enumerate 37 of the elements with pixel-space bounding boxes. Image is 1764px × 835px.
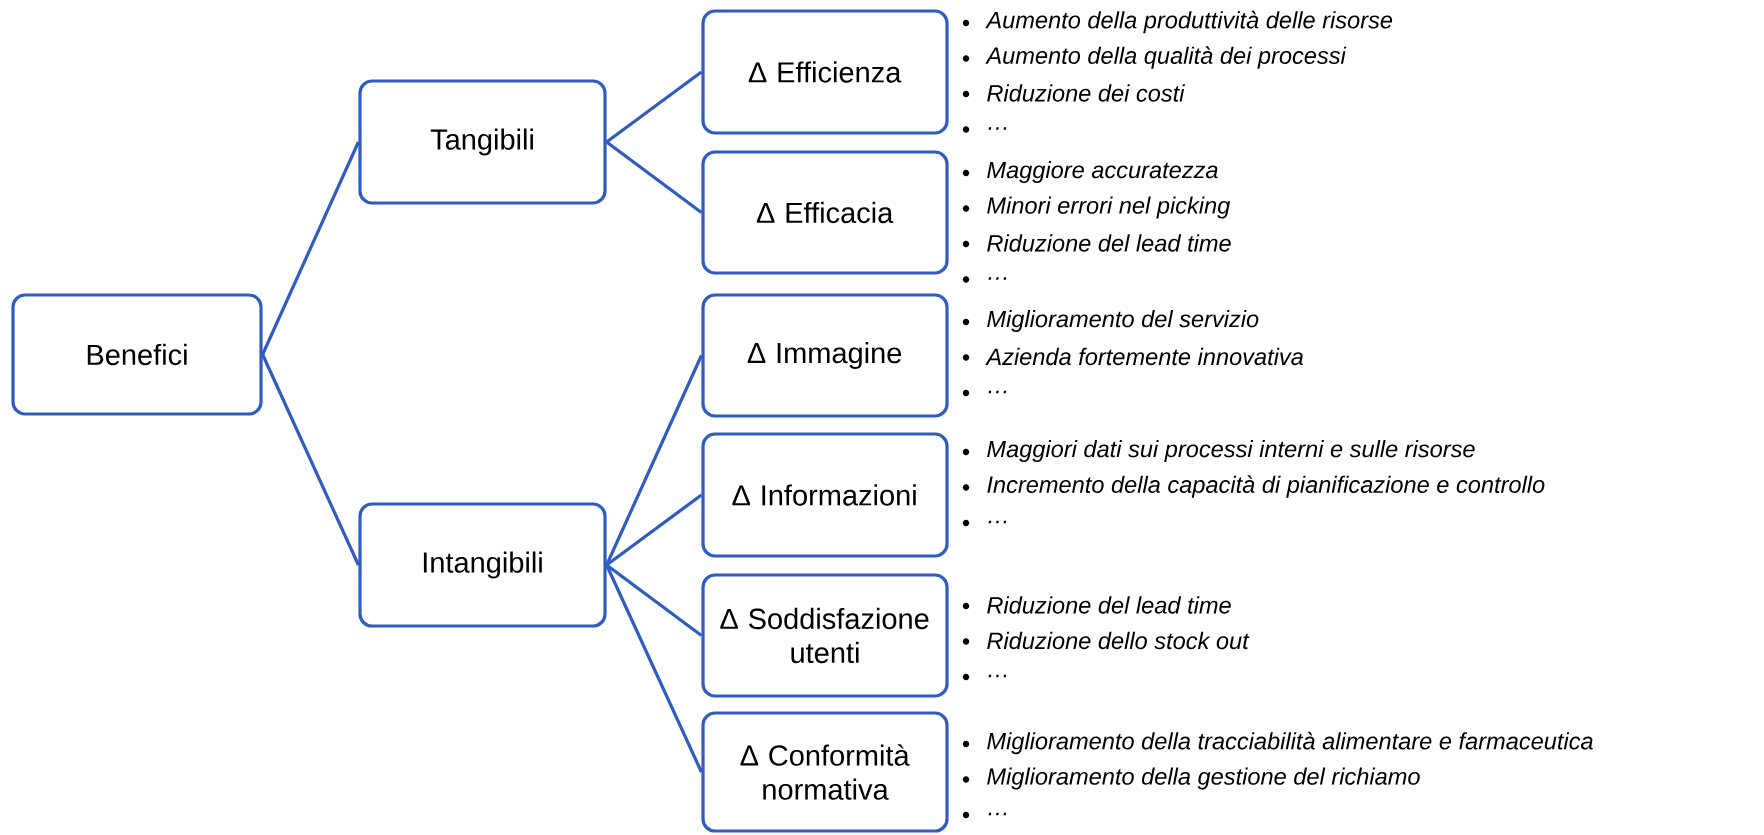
tree-box: ∆ Informazioni: [701, 432, 949, 558]
tree-box: Benefici: [11, 293, 263, 416]
connector-line: [261, 353, 360, 566]
list-item: Incremento della capacità di pianificazione e controllo: [987, 475, 1545, 498]
list-item: …: [988, 390, 1007, 394]
list-item: Maggiori dati sui processi interni e sulle risorse: [987, 440, 1475, 462]
list-item: …: [988, 277, 1007, 280]
connector-line: [605, 563, 703, 637]
list-item: Riduzione dello stock out: [987, 631, 1250, 650]
list-item: Miglioramento della tracciabilità alimentare e farmaceutica: [987, 731, 1593, 755]
connector-line: [605, 564, 703, 773]
list-item: …: [988, 674, 1007, 678]
tree-box: ∆ Efficienza: [701, 9, 949, 135]
list-item: Riduzione del lead time: [987, 596, 1231, 614]
list-item: …: [988, 520, 1007, 524]
connector-line: [605, 70, 703, 144]
list-item: …: [988, 812, 1007, 816]
tree-box: ∆ Conformità normativa: [701, 711, 949, 833]
connector-line: [605, 493, 703, 567]
list-item: Aumento della produttività delle risorse: [985, 10, 1393, 34]
list-item: Azienda fortemente innovativa: [985, 347, 1304, 366]
list-item: Miglioramento del servizio: [987, 310, 1259, 332]
list-item: Riduzione dei costi: [987, 84, 1185, 102]
connector-line: [605, 354, 703, 566]
tree-box: Tangibili: [358, 79, 607, 205]
list-item: …: [988, 127, 1007, 130]
list-item: Riduzione del lead time: [987, 234, 1231, 252]
connector-line: [605, 140, 703, 214]
tree-box: ∆ Efficacia: [701, 150, 949, 275]
connector-line: [261, 141, 360, 356]
tree-box: Intangibili: [358, 502, 607, 628]
list-item: Miglioramento della gestione del richiamo: [987, 767, 1420, 790]
list-item: Minori errori nel picking: [987, 196, 1231, 219]
tree-box: ∆ Immagine: [701, 293, 949, 418]
tree-box: ∆ Soddisfazione utenti: [701, 573, 949, 698]
list-item: Maggiore accuratezza: [987, 161, 1218, 183]
list-item: Aumento della qualità dei processi: [985, 46, 1347, 69]
